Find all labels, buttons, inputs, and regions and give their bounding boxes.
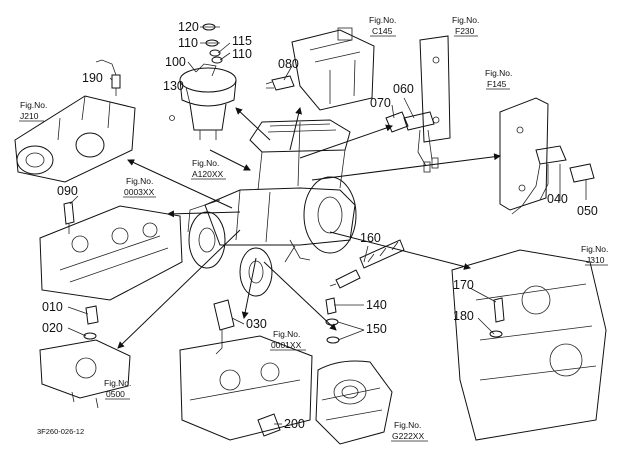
engine-block-0001xx-sketch — [179, 299, 313, 441]
part-label-030: 030 — [246, 317, 267, 331]
part-label-200: 200 — [284, 417, 305, 431]
housing-j210-sketch — [14, 95, 136, 183]
fig-ref-0003xx: Fig.No. 0003XX — [124, 176, 155, 197]
fig-ref-f230: Fig.No. F230 — [452, 15, 479, 36]
cover-assembly-sketch — [169, 63, 237, 140]
svg-text:Fig.No.: Fig.No. — [126, 176, 153, 186]
svg-text:F145: F145 — [487, 79, 507, 89]
part-label-150: 150 — [366, 322, 387, 336]
svg-text:Fig.No.: Fig.No. — [273, 329, 300, 339]
bracket-c145-sketch — [291, 27, 375, 111]
fig-ref-0001xx: Fig.No. 0001XX — [271, 329, 302, 350]
part-labels: 120 110 115 110 100 130 190 080 070 060 … — [42, 20, 598, 431]
sensor-160-sketch — [329, 239, 405, 289]
part-label-020: 020 — [42, 321, 63, 335]
svg-text:Fig.No.: Fig.No. — [452, 15, 479, 25]
plug-080-sketch — [265, 75, 295, 91]
svg-text:J210: J210 — [20, 111, 39, 121]
part-label-110-upper: 110 — [178, 36, 198, 50]
housing-0500-sketch — [39, 305, 131, 409]
part-label-100: 100 — [165, 55, 186, 69]
svg-text:0003XX: 0003XX — [124, 187, 155, 197]
plate-f145-sketch — [499, 97, 595, 215]
svg-text:Fig.No.: Fig.No. — [104, 378, 131, 388]
fig-ref-underlines — [19, 35, 608, 442]
part-label-130: 130 — [163, 79, 184, 93]
part-label-080: 080 — [278, 57, 299, 71]
drawing-code: 3F260-026-12 — [37, 427, 84, 436]
fig-ref-a120xx: Fig.No. A120XX — [192, 158, 224, 179]
switch-f230-sketch — [385, 35, 451, 173]
svg-text:C145: C145 — [372, 26, 393, 36]
part-label-170: 170 — [453, 278, 474, 292]
fig-ref-j310: Fig.No. J310 — [581, 244, 608, 265]
part-label-010: 010 — [42, 300, 63, 314]
part-label-160: 160 — [360, 231, 381, 245]
svg-text:Fig.No.: Fig.No. — [192, 158, 219, 168]
fig-ref-f145: Fig.No. F145 — [485, 68, 512, 89]
svg-text:Fig.No.: Fig.No. — [581, 244, 608, 254]
svg-text:0500: 0500 — [106, 389, 125, 399]
part-label-050: 050 — [577, 204, 598, 218]
fig-ref-g222xx: Fig.No. G222XX — [392, 420, 424, 441]
svg-text:F230: F230 — [455, 26, 475, 36]
part-label-110-lower: 110 — [232, 47, 252, 61]
sensor-190-sketch — [95, 59, 121, 96]
part-label-040: 040 — [547, 192, 568, 206]
svg-text:G222XX: G222XX — [392, 431, 424, 441]
washer-stack-sketch — [202, 23, 223, 64]
engine-head-0003xx-sketch — [39, 201, 183, 301]
part-label-115: 115 — [232, 34, 252, 48]
svg-text:Fig.No.: Fig.No. — [20, 100, 47, 110]
svg-text:Fig.No.: Fig.No. — [369, 15, 396, 25]
fig-ref-c145: Fig.No. C145 — [369, 15, 396, 36]
part-label-120: 120 — [178, 20, 199, 34]
svg-text:Fig.No.: Fig.No. — [485, 68, 512, 78]
part-label-140: 140 — [366, 298, 387, 312]
svg-text:A120XX: A120XX — [192, 169, 224, 179]
svg-text:Fig.No.: Fig.No. — [394, 420, 421, 430]
svg-text:0001XX: 0001XX — [271, 340, 302, 350]
part-label-180: 180 — [453, 309, 474, 323]
fig-ref-j210: Fig.No. J210 — [20, 100, 47, 121]
part-label-070: 070 — [370, 96, 391, 110]
fig-ref-0500: Fig.No. 0500 — [104, 378, 131, 399]
part-label-060: 060 — [393, 82, 414, 96]
tractor-illustration — [187, 119, 357, 297]
part-label-190: 190 — [82, 71, 103, 85]
part-label-090: 090 — [57, 184, 78, 198]
svg-text:J310: J310 — [586, 255, 605, 265]
housing-g222xx-sketch — [315, 297, 393, 445]
leader-lines — [67, 26, 587, 425]
engine-j310-sketch — [451, 249, 607, 441]
